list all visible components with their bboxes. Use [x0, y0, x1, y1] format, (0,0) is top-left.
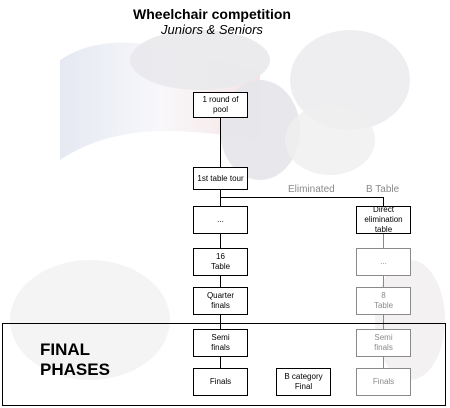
first-table-tour-box: 1st table tour — [193, 167, 248, 190]
connector-16-to-quarter — [220, 275, 221, 287]
final-phases-frame — [2, 323, 446, 406]
connector-ellipsis-to-8 — [383, 275, 384, 287]
connector-ellipsis-to-16 — [220, 233, 221, 248]
page-subtitle: Juniors & Seniors — [161, 22, 263, 37]
connector-8-to-semi — [383, 314, 384, 329]
round-of-pool-box: 1 round of pool — [193, 92, 248, 118]
left-ellipsis-box: ... — [193, 206, 248, 234]
connector-right-semi-to-finals — [383, 356, 384, 368]
left-finals-box: Finals — [193, 368, 248, 396]
connector-branch-to-direct — [383, 197, 384, 206]
connector-branch-horizontal — [221, 197, 384, 198]
connector-direct-to-ellipsis — [383, 234, 384, 248]
connector-quarter-to-semi — [220, 314, 221, 329]
connector-semi-to-finals — [220, 356, 221, 368]
connector-tour-to-ellipsis — [220, 189, 221, 206]
b-table-label: B Table — [366, 184, 400, 195]
right-finals-box: Finals — [356, 368, 411, 396]
page-title: Wheelchair competition — [133, 6, 291, 22]
eliminated-label: Eliminated — [288, 184, 335, 195]
connector-pool-to-tour — [220, 118, 221, 168]
right-ellipsis-box: ... — [356, 248, 411, 276]
